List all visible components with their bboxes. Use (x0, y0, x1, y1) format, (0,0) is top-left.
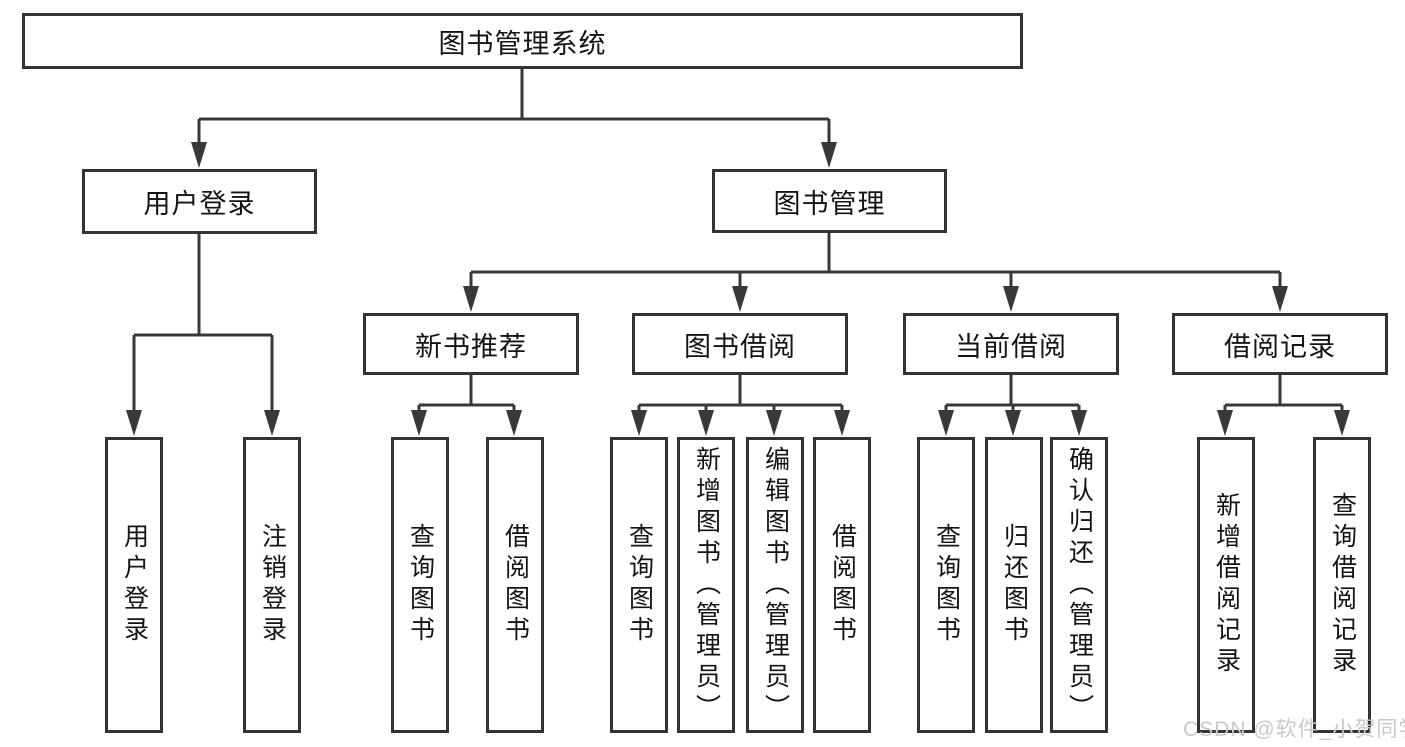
leaf-cb-return-books: 归还图书 (985, 437, 1043, 733)
leaf-nbr-query-books: 查询图书 (391, 437, 449, 733)
leaf-bb-edit-books-admin: 编辑图书（管理员） (746, 437, 804, 733)
leaf-bb-borrow-books: 借阅图书 (813, 437, 871, 733)
leaf-bb-add-books-admin: 新增图书（管理员） (677, 437, 735, 733)
node-book-borrow: 图书借阅 (632, 313, 848, 375)
leaf-br-add-record: 新增借阅记录 (1197, 437, 1255, 733)
leaf-cb-query-books: 查询图书 (917, 437, 975, 733)
leaf-nbr-borrow-books: 借阅图书 (486, 437, 544, 733)
leaf-cb-confirm-return-admin: 确认归还（管理员） (1050, 437, 1108, 733)
node-borrow-records: 借阅记录 (1172, 313, 1388, 375)
leaf-br-query-record: 查询借阅记录 (1313, 437, 1371, 733)
leaf-logout: 注销登录 (243, 437, 301, 733)
node-current-borrow: 当前借阅 (903, 313, 1119, 375)
connector-arrowheads (126, 142, 1350, 436)
leaf-user-login: 用户登录 (105, 437, 163, 733)
node-book-management: 图书管理 (712, 169, 947, 233)
leaf-bb-query-books: 查询图书 (610, 437, 668, 733)
node-root-library-system: 图书管理系统 (22, 13, 1023, 69)
node-user-login: 用户登录 (82, 169, 317, 234)
node-new-book-recommend: 新书推荐 (363, 313, 579, 375)
